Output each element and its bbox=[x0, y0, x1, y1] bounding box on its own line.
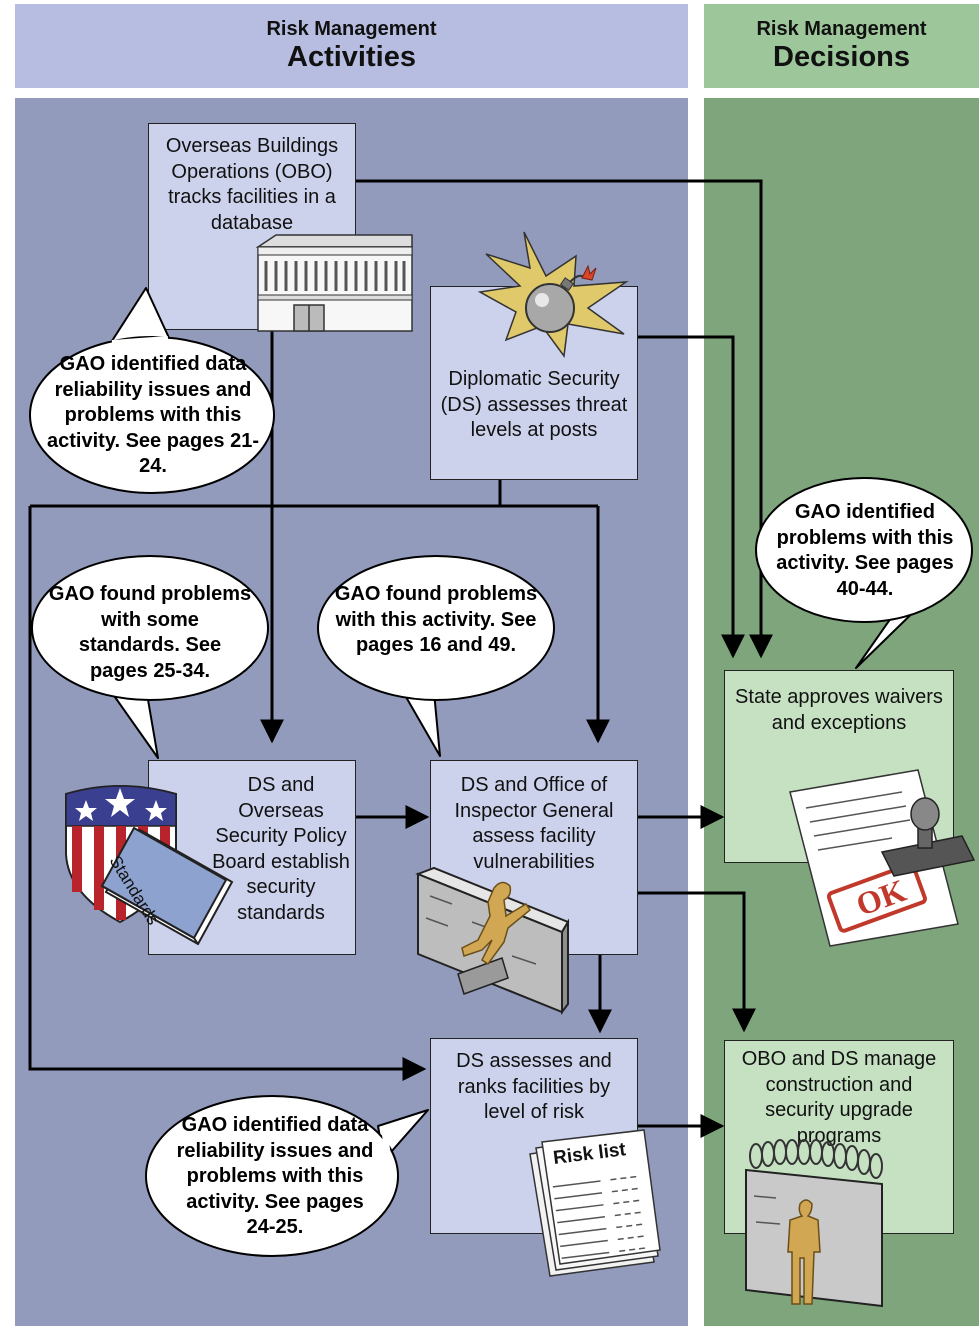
box-ds-ranks-text: DS assesses and ranks facilities by leve… bbox=[456, 1050, 612, 1123]
callout-obo-text: GAO identified data reliability issues a… bbox=[47, 353, 259, 477]
risk-list-icon: Risk list bbox=[529, 1129, 661, 1277]
box-ds-threat-text: Diplomatic Security (DS) assesses threat… bbox=[440, 368, 628, 441]
building-icon bbox=[255, 234, 413, 332]
activities-header-title: Activities bbox=[287, 41, 416, 73]
box-obo-tracks-text: Overseas Buildings Operations (OBO) trac… bbox=[165, 135, 339, 234]
decisions-header: Risk Management Decisions bbox=[704, 4, 979, 88]
bomb-icon bbox=[477, 231, 629, 358]
arrow-threat-to-waivers bbox=[638, 335, 745, 659]
arrow-obo-to-waivers bbox=[356, 179, 773, 659]
callout-standards-text: GAO found problems with some standards. … bbox=[48, 583, 252, 682]
callout-waivers-text: GAO identified problems with this activi… bbox=[776, 501, 954, 600]
arrow-vulnerabilities-to-manage bbox=[638, 891, 756, 1033]
activities-header-subtitle: Risk Management bbox=[266, 18, 437, 40]
callout-vulnerabilities-text: GAO found problems with this activity. S… bbox=[334, 583, 538, 656]
box-ds-oig-text: DS and Office of Inspector General asses… bbox=[454, 774, 614, 873]
stamp-document-icon: OK bbox=[789, 769, 976, 947]
decisions-header-title: Decisions bbox=[773, 41, 910, 73]
decisions-header-subtitle: Risk Management bbox=[756, 18, 927, 40]
callout-ranks-text: GAO identified data reliability issues a… bbox=[176, 1114, 374, 1238]
activities-header: Risk Management Activities bbox=[15, 4, 688, 88]
standards-book-icon: Standards bbox=[100, 826, 234, 946]
arrow-to-ranks bbox=[28, 506, 427, 1081]
box-obo-ds-manage-text: OBO and DS manage construction and secur… bbox=[741, 1048, 937, 1147]
fence-guard-icon bbox=[745, 1139, 883, 1308]
box-state-waivers-text: State approves waivers and exceptions bbox=[735, 686, 943, 734]
climber-wall-icon bbox=[415, 866, 570, 1015]
box-ds-standards-text: DS and Overseas Security Policy Board es… bbox=[212, 774, 350, 924]
